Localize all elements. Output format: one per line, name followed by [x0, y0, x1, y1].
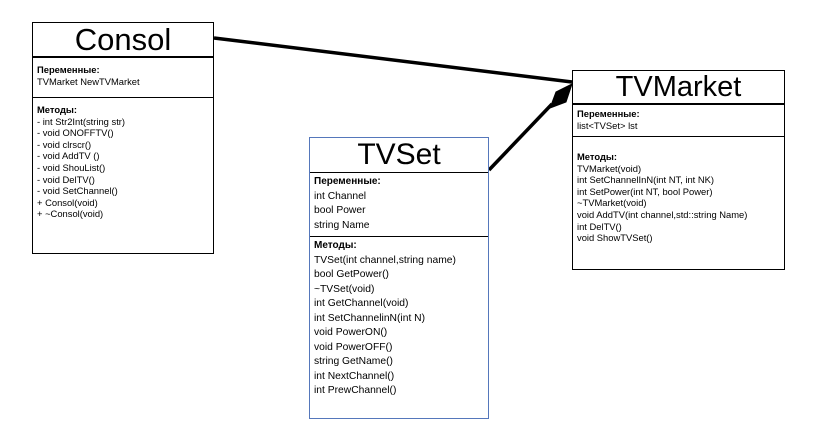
variable-item: int Channel: [314, 190, 367, 202]
method-item: int SetChannelinN(int N): [314, 312, 426, 324]
class-box-tvmarket[interactable]: TVMarket Переменные: list<TVSet> lst Мет…: [572, 70, 785, 270]
methods-section-tvmarket: Методы: TVMarket(void) int SetChannelInN…: [573, 137, 784, 246]
methods-list: TVSet(int channel,string name) bool GetP…: [314, 254, 484, 399]
methods-section-tvset: Методы: TVSet(int channel,string name) b…: [310, 237, 488, 401]
method-item: int PrewChannel(): [314, 385, 397, 396]
variable-item: string Name: [314, 219, 370, 231]
variables-title: Переменные:: [314, 176, 381, 187]
method-item: ~TVSet(void): [314, 283, 375, 295]
method-item: int NextChannel(): [314, 370, 395, 382]
variables-section-consol: Переменные: TVMarket NewTVMarket: [33, 58, 213, 98]
variables-title: Переменные:: [37, 64, 100, 75]
method-item: + ~Consol(void): [37, 208, 104, 220]
method-item: int DelTV(): [577, 220, 622, 232]
class-name-tvset: TVSet: [310, 138, 488, 173]
methods-list: TVMarket(void) int SetChannelInN(int NT,…: [577, 163, 780, 244]
method-item: - void SetChannel(): [37, 185, 118, 197]
variable-item: list<TVSet> lst: [577, 119, 638, 131]
variables-list: list<TVSet> lst: [577, 120, 780, 132]
variable-item: TVMarket NewTVMarket: [37, 75, 140, 87]
variables-section-tvmarket: Переменные: list<TVSet> lst: [573, 105, 784, 137]
class-box-consol[interactable]: Consol Переменные: TVMarket NewTVMarket …: [32, 22, 214, 254]
method-item: int SetPower(int NT, bool Power): [577, 185, 713, 197]
association-line-consol-tvmarket: [213, 36, 573, 84]
methods-title: Методы:: [577, 151, 618, 162]
method-item: + Consol(void): [37, 196, 98, 208]
composition-diamond-icon: [549, 83, 573, 109]
variables-title: Переменные:: [577, 108, 640, 119]
class-box-tvset[interactable]: TVSet Переменные: int Channel bool Power…: [309, 137, 489, 419]
method-item: int GetChannel(void): [314, 298, 409, 309]
method-item: - void DelTV(): [37, 173, 95, 185]
method-item: ~TVMarket(void): [577, 197, 647, 209]
methods-list: - int Str2Int(string str) - void ONOFFTV…: [37, 116, 209, 220]
method-item: - int Str2Int(string str): [37, 115, 126, 127]
variables-section-tvset: Переменные: int Channel bool Power strin…: [310, 173, 488, 237]
method-item: TVSet(int channel,string name): [314, 254, 456, 266]
variables-list: TVMarket NewTVMarket: [37, 76, 209, 88]
method-item: void AddTV(int channel,std::string Name): [577, 208, 748, 220]
class-name-tvmarket: TVMarket: [573, 71, 784, 105]
method-item: string GetName(): [314, 356, 393, 367]
methods-title: Методы:: [37, 104, 78, 115]
methods-title: Методы:: [314, 240, 357, 251]
composition-line-tvset-tvmarket: [487, 102, 554, 172]
method-item: bool GetPower(): [314, 269, 389, 280]
methods-section-consol: Методы: - int Str2Int(string str) - void…: [33, 98, 213, 222]
method-item: - void clrscr(): [37, 138, 92, 150]
variables-list: int Channel bool Power string Name: [314, 190, 484, 234]
class-name-consol: Consol: [33, 23, 213, 58]
method-item: int SetChannelInN(int NT, int NK): [577, 174, 715, 186]
method-item: - void AddTV (): [37, 150, 100, 162]
method-item: void PowerON(): [314, 327, 388, 338]
method-item: void ShowTVSet(): [577, 232, 653, 244]
method-item: TVMarket(void): [577, 162, 642, 174]
method-item: - void ONOFFTV(): [37, 127, 114, 139]
method-item: - void ShouList(): [37, 161, 106, 173]
variable-item: bool Power: [314, 205, 366, 216]
method-item: void PowerOFF(): [314, 341, 393, 353]
